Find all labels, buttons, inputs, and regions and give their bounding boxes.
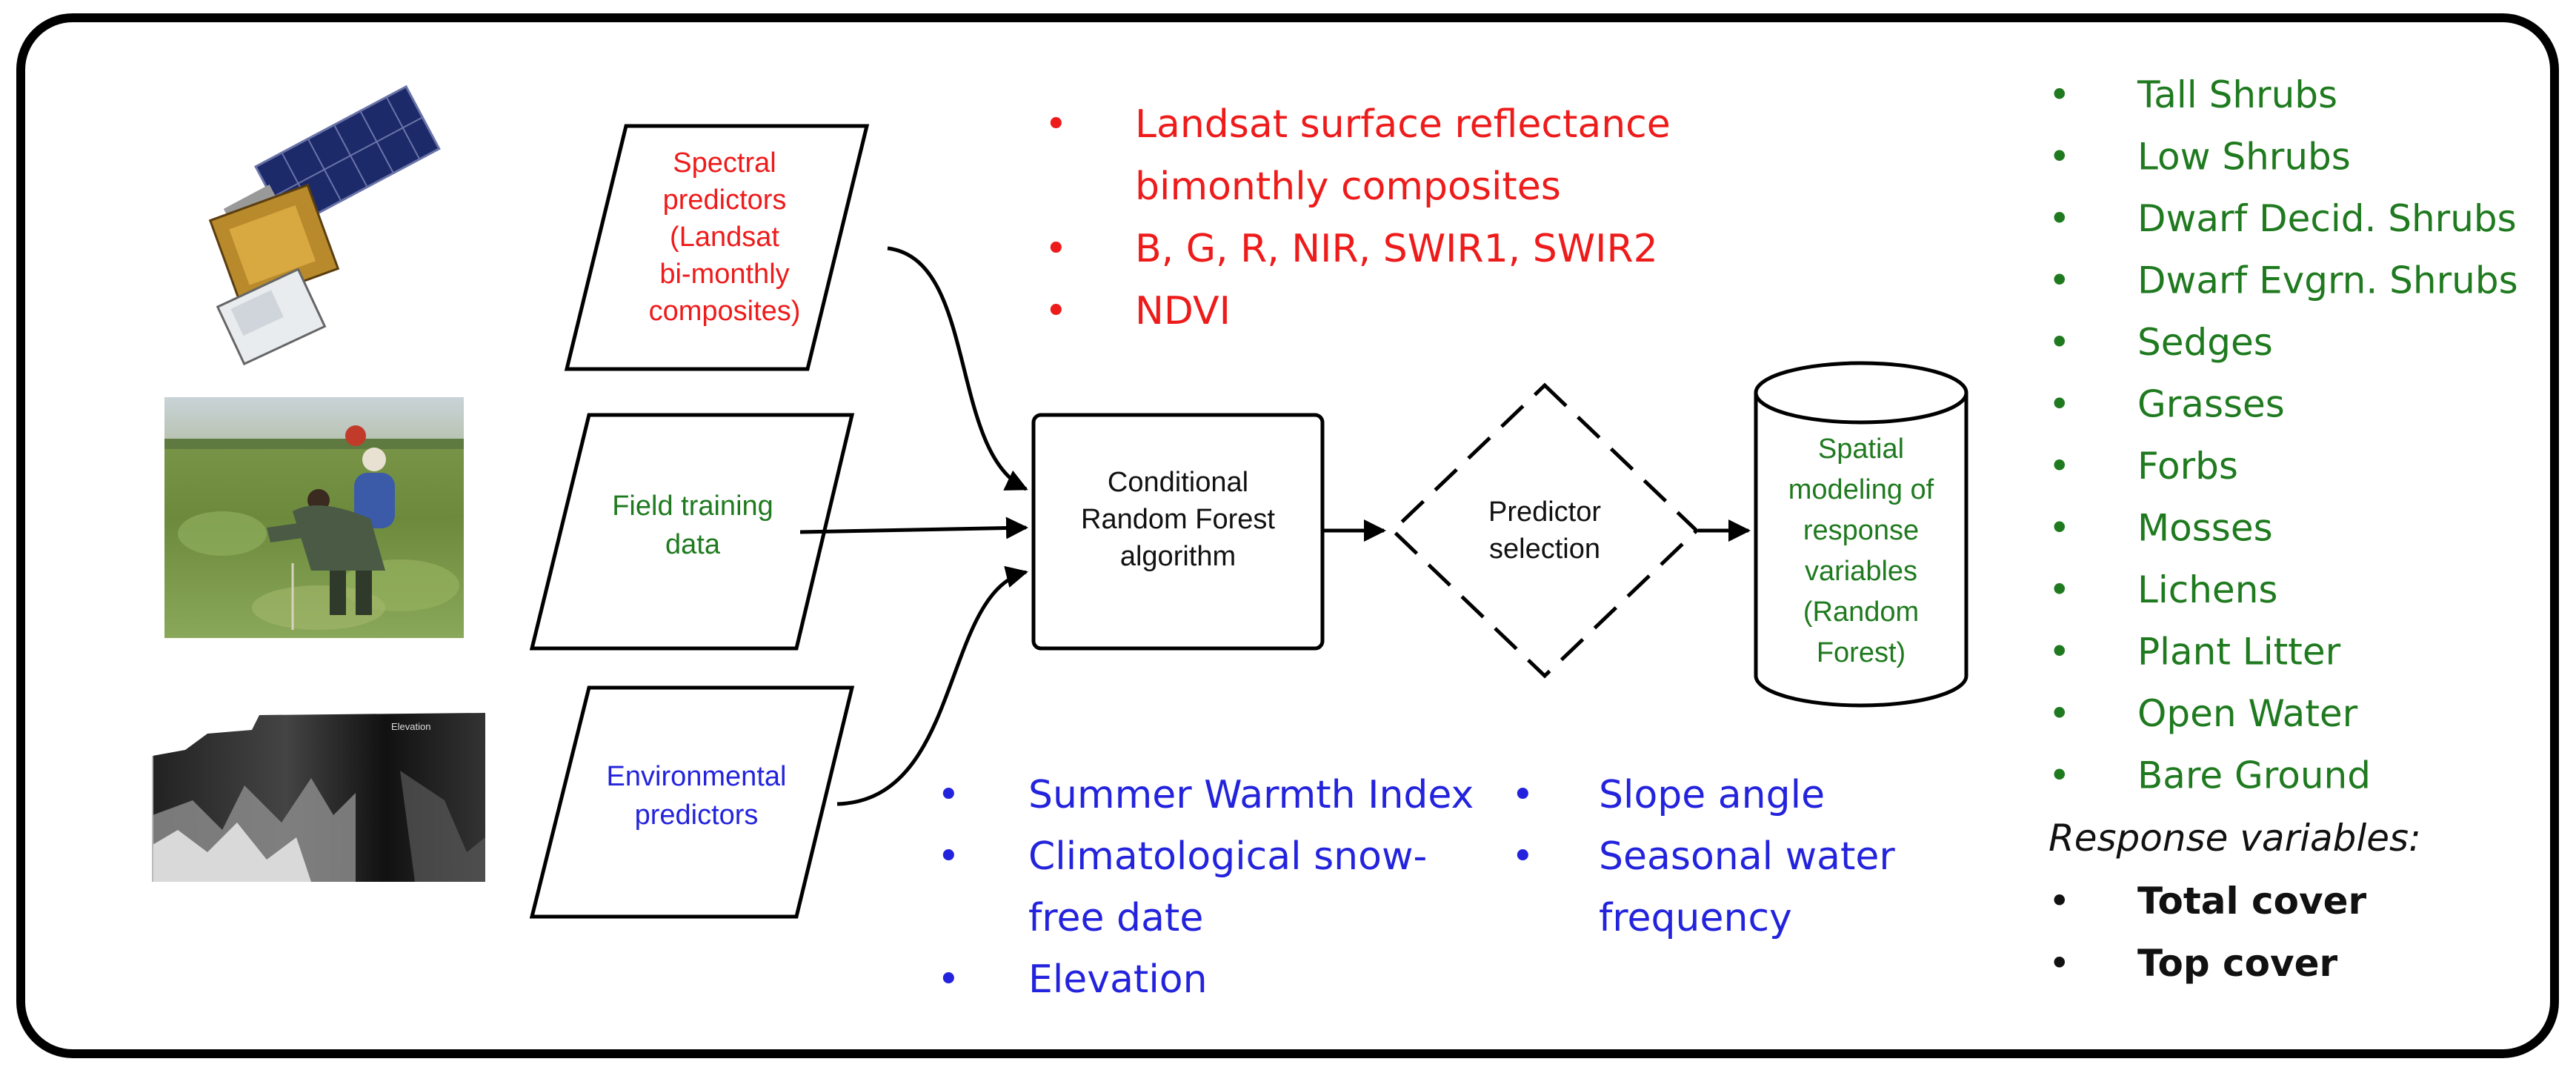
bullet-marker: • (937, 957, 960, 1002)
list-item: Sedges (2137, 321, 2273, 364)
bullet-marker: • (937, 773, 960, 817)
spectral-predictor-list: • Landsat surface reflectance bimonthly co… (1045, 102, 1671, 333)
bullet-marker: • (2049, 942, 2071, 985)
field-training-node (529, 413, 855, 651)
bullet-marker: • (2049, 321, 2071, 364)
response-category-list: • Tall Shrubs • Low Shrubs • Dwarf Decid. Shr… (2049, 73, 2518, 797)
bullet-marker: • (2049, 445, 2071, 488)
node-label-line: (Landsat (670, 222, 779, 253)
list-item: Mosses (2137, 507, 2273, 550)
bullet-marker: • (1045, 227, 1068, 271)
bullet-marker: • (1045, 102, 1068, 147)
crf-node (1031, 413, 1325, 651)
satellite-image (208, 84, 441, 366)
predictor-selection-label: Predictor selection (1488, 496, 1601, 565)
bullet-marker: • (2049, 631, 2071, 674)
node-label-line: Spectral (673, 147, 776, 179)
node-label-line: algorithm (1120, 541, 1236, 572)
node-label-line: (Random (1803, 597, 1919, 628)
list-item: NDVI (1135, 289, 1231, 333)
node-label-line: bi-monthly (659, 259, 789, 290)
field-photo (164, 397, 464, 638)
list-item: Top cover (2137, 942, 2338, 985)
bullet-marker: • (2049, 754, 2071, 797)
environmental-predictors-node (529, 685, 855, 919)
bullet-marker: • (937, 834, 960, 879)
node-label-line: Environmental (607, 761, 787, 792)
list-item: Dwarf Evgrn. Shrubs (2137, 259, 2518, 302)
spatial-modeling-label: Spatial modeling of response variables (Rand… (1788, 433, 1934, 668)
bullet-marker: • (1045, 289, 1068, 333)
field-training-label: Field training data (612, 491, 773, 560)
response-variable-list: • Total cover • Top cover (2049, 880, 2366, 985)
environmental-predictors-label: Environmental predictors (607, 761, 787, 831)
list-item: Open Water (2137, 692, 2358, 735)
elevation-map: Elevation (150, 708, 490, 893)
bullet-marker: • (2049, 692, 2071, 735)
bullet-marker: • (1511, 773, 1534, 817)
node-label-line: Forest) (1817, 637, 1906, 668)
list-item: Summer Warmth Index (1028, 773, 1474, 817)
list-item: Elevation (1028, 957, 1208, 1002)
list-item: frequency (1599, 896, 1792, 940)
spectral-predictors-label: Spectral predictors (Landsat bi-monthly comp… (649, 147, 801, 327)
node-label-line: predictors (663, 185, 787, 216)
environmental-predictor-list-left: • Summer Warmth Index • Climatological snow… (937, 773, 1474, 1002)
elevation-map-label: Elevation (391, 721, 430, 732)
list-item: Low Shrubs (2137, 136, 2351, 179)
predictor-selection-node (1390, 382, 1700, 679)
list-item: bimonthly composites (1135, 165, 1561, 209)
node-label-line: Conditional (1108, 467, 1248, 498)
node-label-line: Predictor (1488, 496, 1601, 528)
list-item: B, G, R, NIR, SWIR1, SWIR2 (1135, 227, 1658, 271)
bullet-marker: • (2049, 507, 2071, 550)
list-item: Tall Shrubs (2137, 73, 2337, 116)
node-label-line: composites) (649, 296, 801, 327)
environmental-predictor-list-right: • Slope angle • Seasonal water frequency (1511, 773, 1895, 940)
list-item: Dwarf Decid. Shrubs (2137, 197, 2517, 240)
list-item: free date (1028, 896, 1203, 940)
bullet-marker: • (2049, 136, 2071, 179)
bullet-marker: • (2049, 197, 2071, 240)
node-label-line: Spatial (1818, 433, 1904, 465)
list-item: Climatological snow- (1028, 834, 1427, 879)
response-variables-heading: Response variables: (2049, 817, 2421, 860)
list-item: Forbs (2137, 445, 2238, 488)
bullet-marker: • (1511, 834, 1534, 879)
node-label-line: modeling of (1788, 474, 1934, 505)
bullet-marker: • (2049, 259, 2071, 302)
bullet-marker: • (2049, 73, 2071, 116)
node-label-line: Random Forest (1081, 504, 1275, 535)
list-item: Seasonal water (1599, 834, 1895, 879)
node-label-line: variables (1805, 556, 1917, 587)
connector-field (799, 516, 1028, 539)
list-item: Slope angle (1599, 773, 1825, 817)
list-item: Plant Litter (2137, 631, 2341, 674)
node-label-line: response (1803, 515, 1919, 546)
node-label-line: Field training (612, 491, 773, 522)
bullet-marker: • (2049, 568, 2071, 611)
node-label-line: data (665, 529, 721, 560)
list-item: Landsat surface reflectance (1135, 102, 1671, 147)
list-item: Total cover (2137, 880, 2366, 923)
list-item: Bare Ground (2137, 754, 2371, 797)
list-item: Lichens (2137, 568, 2277, 611)
bullet-marker: • (2049, 880, 2071, 923)
list-item: Grasses (2137, 383, 2285, 426)
connector-environmental (836, 565, 1028, 806)
node-label-line: predictors (635, 800, 759, 831)
node-label-line: selection (1489, 534, 1600, 565)
spatial-modeling-node (1754, 361, 1968, 708)
spectral-predictors-node (564, 124, 870, 371)
bullet-marker: • (2049, 383, 2071, 426)
connector-spectral (887, 246, 1028, 491)
